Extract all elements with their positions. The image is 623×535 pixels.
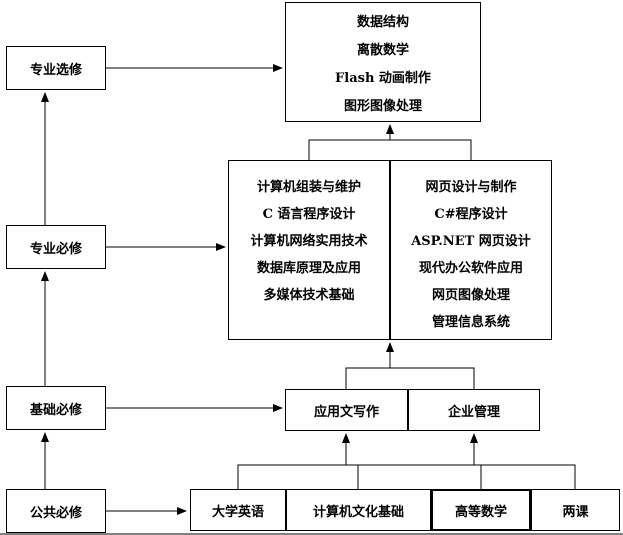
course-label: 大学英语 xyxy=(211,504,264,520)
course-item: ASP.NET 网页设计 xyxy=(411,234,531,249)
major-courses-right-box: 网页设计与制作 C#程序设计 ASP.NET 网页设计 现代办公软件应用 网页图… xyxy=(390,160,552,340)
category-box-professional-elective: 专业选修 xyxy=(6,46,106,90)
category-label: 专业选修 xyxy=(29,62,82,78)
course-label: 企业管理 xyxy=(447,404,500,420)
course-item: 数据库原理及应用 xyxy=(256,261,361,276)
course-item: C 语言程序设计 xyxy=(262,207,356,222)
bracket-major-top xyxy=(308,139,472,160)
course-item: C#程序设计 xyxy=(434,207,508,222)
course-label: 应用文写作 xyxy=(313,404,379,420)
course-label: 两课 xyxy=(562,504,589,520)
public-course-box-computer-culture: 计算机文化基础 xyxy=(286,489,431,531)
elective-courses-box: 数据结构 离散数学 Flash 动画制作 图形图像处理 xyxy=(285,2,481,122)
course-item: 计算机网络实用技术 xyxy=(250,234,368,249)
course-item: 离散数学 xyxy=(356,43,409,58)
bracket-public-top xyxy=(237,464,576,489)
basic-course-box-enterprise-management: 企业管理 xyxy=(408,389,540,431)
course-item: 管理信息系统 xyxy=(431,315,510,330)
course-label: 高等数学 xyxy=(454,504,507,520)
course-item: 数据结构 xyxy=(356,15,409,30)
public-course-box-advanced-math: 高等数学 xyxy=(431,489,531,531)
course-item: 多媒体技术基础 xyxy=(263,288,355,303)
public-course-box-two-courses: 两课 xyxy=(531,489,620,531)
category-label: 基础必修 xyxy=(29,402,82,418)
basic-course-box-applied-writing: 应用文写作 xyxy=(285,389,408,431)
course-item: 计算机组装与维护 xyxy=(256,180,361,195)
course-label: 计算机文化基础 xyxy=(312,504,404,520)
public-course-box-college-english: 大学英语 xyxy=(190,489,286,531)
course-item: Flash 动画制作 xyxy=(335,71,431,86)
course-item: 现代办公软件应用 xyxy=(418,261,523,276)
category-box-public-required: 公共必修 xyxy=(6,489,106,533)
category-label: 公共必修 xyxy=(29,505,82,521)
category-box-professional-required: 专业必修 xyxy=(6,225,106,269)
category-label: 专业必修 xyxy=(29,241,82,257)
course-item: 网页设计与制作 xyxy=(425,180,517,195)
major-courses-left-box: 计算机组装与维护 C 语言程序设计 计算机网络实用技术 数据库原理及应用 多媒体… xyxy=(228,160,390,340)
category-box-basic-required: 基础必修 xyxy=(6,386,106,430)
bracket-basic-top xyxy=(345,367,475,389)
course-item: 图形图像处理 xyxy=(343,99,422,114)
course-item: 网页图像处理 xyxy=(431,288,510,303)
